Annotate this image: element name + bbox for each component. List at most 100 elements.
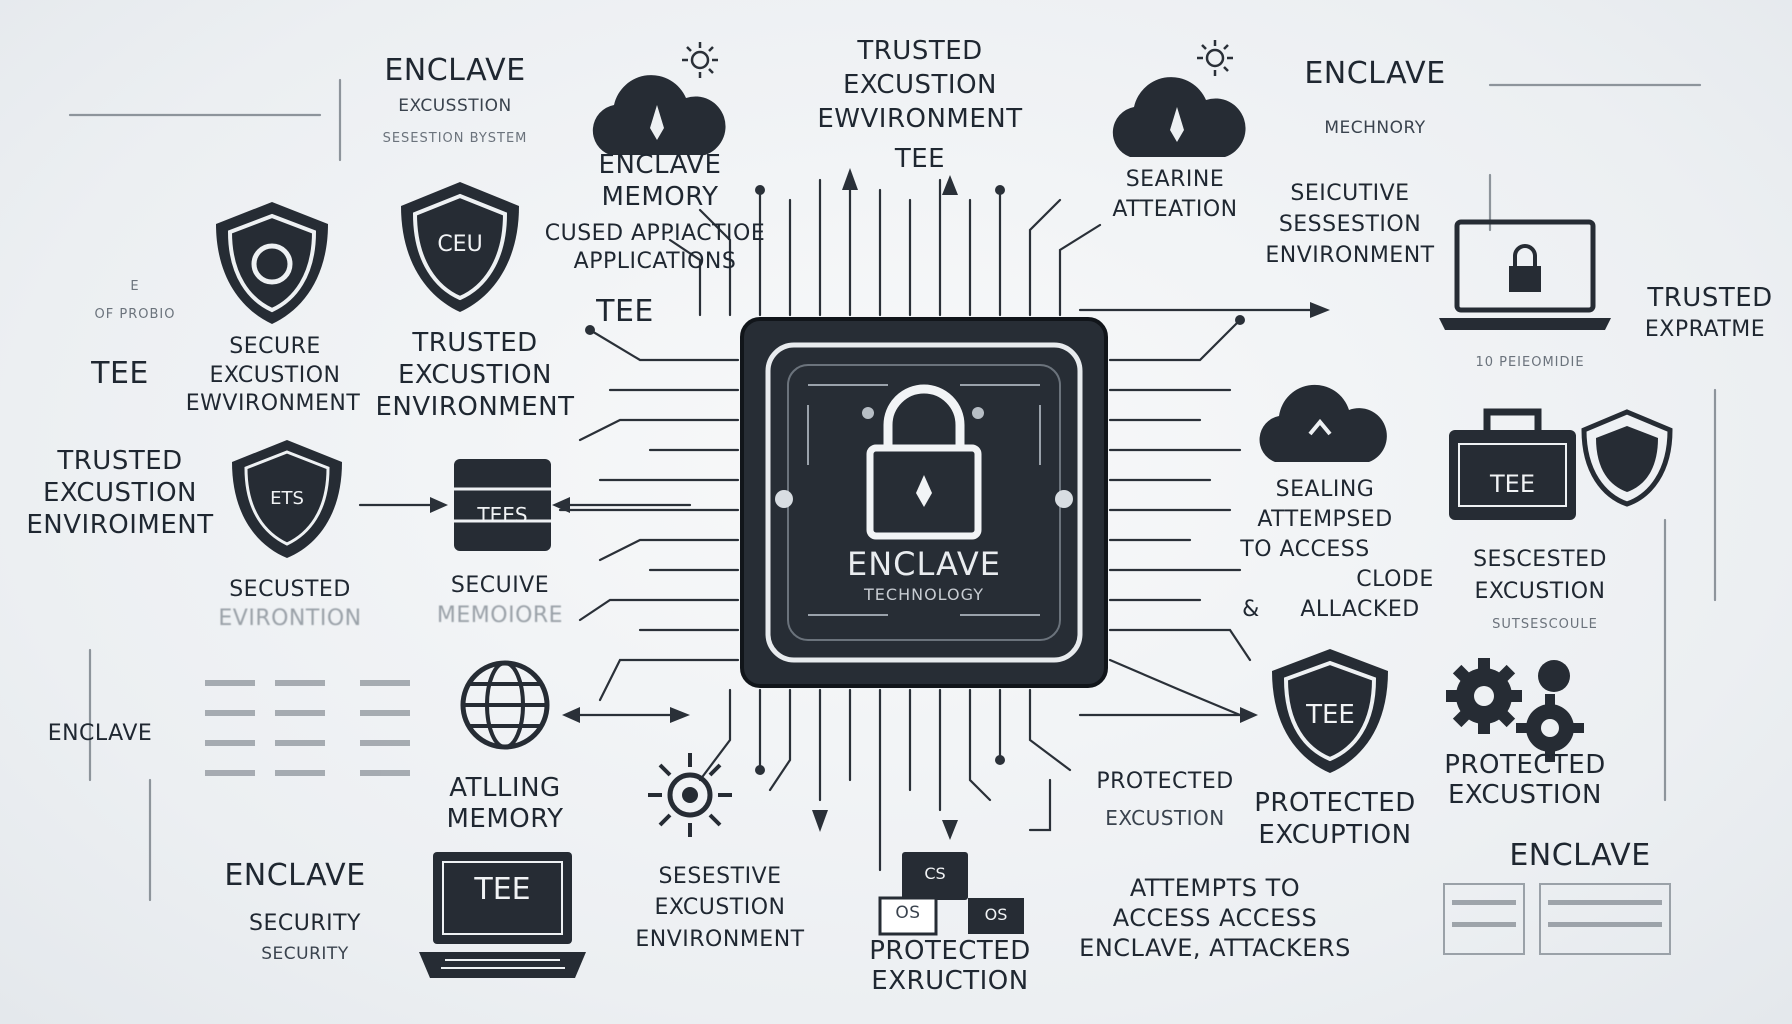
top-title-1: TRUSTED: [857, 36, 983, 66]
left-tee-label: TEE: [91, 356, 149, 391]
sealing-line-4: CLODE: [1356, 567, 1434, 592]
shield-icon: [1581, 409, 1673, 507]
shield-ets-label: ETS: [270, 488, 304, 509]
globe-icon: [460, 660, 550, 750]
shield-icon: [232, 440, 342, 558]
seicutive-line-1: SEICUTIVE: [1290, 181, 1410, 206]
top-title-2: EXCUSTION: [843, 70, 997, 100]
protected-right-line-1: PROTECTED: [1444, 750, 1606, 780]
sesestive-line-3: ENVIRONMENT: [635, 927, 805, 952]
atlling-line-1: ATLLING: [449, 773, 561, 803]
os-box-label-right: OS: [984, 905, 1008, 924]
tee-box-label: TEES: [477, 503, 528, 527]
shield-icon: [216, 202, 328, 324]
sun-icon: [1197, 40, 1233, 76]
sealing-line-1: SEALING: [1275, 477, 1375, 502]
tee-label-mid: TEE: [596, 294, 654, 329]
seicutive-line-2: SESSESTION: [1278, 212, 1422, 237]
attacked-label: ALLACKED: [1300, 597, 1420, 622]
right-top-enclave: ENCLAVE: [1304, 56, 1446, 91]
secure-line-1: SECURE: [229, 334, 321, 359]
memory-line-2: MEMORY: [601, 182, 719, 212]
laptop-icon: [419, 852, 586, 978]
sesestive-line-2: EXCUSTION: [654, 895, 786, 920]
os-box-label-top: CS: [924, 864, 946, 883]
amp-label: &: [1242, 597, 1260, 622]
protected-bottom-line-1: PROTECTED: [869, 936, 1031, 966]
gear-icon: [1446, 658, 1584, 762]
protected-small-line-1: PROTECTED: [1096, 769, 1234, 794]
sealing-line-2: ATTEMPSED: [1257, 507, 1393, 532]
apps-line-2: APPLICATIONS: [573, 249, 737, 274]
secure-line-3: EWVIRONMENT: [185, 391, 361, 416]
trusted-right-line-1: TRUSTED: [1647, 283, 1773, 313]
sun-icon: [682, 42, 718, 78]
protected-small-line-2: EXCUSTION: [1105, 806, 1225, 830]
chip-title: ENCLAVE: [846, 545, 1001, 583]
os-box-icon: [878, 896, 938, 936]
secuive-label: SECUIVE: [450, 573, 550, 598]
secure-line-2: EXCUSTION: [209, 363, 341, 388]
security-1: SECURITY: [249, 911, 361, 936]
enclave-bottom-left: ENCLAVE: [224, 858, 366, 893]
protected-big-line-1: PROTECTED: [1254, 788, 1416, 818]
sun-icon: [648, 753, 732, 837]
secested-line-1: SESCESTED: [1473, 547, 1607, 572]
cloud-lock-icon: [1112, 77, 1246, 157]
trusted-low-line-2: EXCUSTION: [43, 478, 197, 508]
trusted-mid-line-3: ENVIRONMENT: [375, 392, 575, 422]
apps-line-1: CUSED APPIACTIOE: [544, 221, 766, 246]
trusted-mid-line-1: TRUSTED: [412, 328, 538, 358]
laptop-tee-label: TEE: [474, 872, 531, 907]
faint-data-table: [205, 680, 410, 776]
cloud-lock-icon: [1259, 384, 1387, 462]
os-box-icon: [902, 852, 968, 900]
left-top-sub: EXCUSSTION: [398, 96, 512, 116]
left-small-e: E: [130, 279, 140, 294]
protected-right-line-2: EXCUSTION: [1448, 780, 1602, 810]
secusted-line-1: SECUSTED: [229, 577, 351, 602]
attempts-line-3: ENCLAVE, ATTACKERS: [1079, 934, 1351, 962]
os-box-label-left: OS: [895, 903, 921, 923]
trusted-mid-line-2: EXCUSTION: [398, 360, 552, 390]
right-top-mechnory: MECHNORY: [1324, 118, 1426, 138]
briefcase-icon: [1449, 408, 1576, 520]
left-top-sub2: SESESTION BYSTEM: [382, 131, 528, 146]
central-chip-icon: [740, 317, 1108, 688]
secuive-sub: MEMOIORE: [436, 603, 564, 628]
enclave-left-label: ENCLAVE: [47, 721, 153, 746]
shield-icon: [401, 182, 519, 312]
right-small-code: 10 PEIEOMIDIE: [1475, 355, 1585, 370]
briefcase-tee-label: TEE: [1490, 470, 1535, 498]
attempts-line-2: ACCESS ACCESS: [1112, 904, 1318, 932]
database-icon: [454, 459, 551, 551]
shield-ceu-label: CEU: [437, 232, 483, 257]
chip-subtitle: TECHNOLOGY: [864, 585, 984, 604]
trusted-right-line-2: EXPRATME: [1644, 317, 1766, 342]
left-small-code: OF PROBIO: [94, 307, 176, 322]
atlling-line-2: MEMORY: [446, 804, 564, 834]
sealing-line-3: TO ACCESS: [1240, 537, 1370, 562]
memory-line-1: ENCLAVE: [598, 150, 722, 180]
sesestive-line-1: SESESTIVE: [658, 864, 782, 889]
searine-line-2: ATTEATION: [1112, 197, 1238, 222]
laptop-lock-icon: [1439, 219, 1611, 330]
left-top-heading: ENCLAVE: [384, 53, 526, 88]
top-title-3: EWVIRONMENT: [817, 104, 1023, 134]
shield-tee-label: TEE: [1306, 700, 1355, 730]
secested-line-2: EXCUSTION: [1474, 579, 1606, 604]
seicutive-line-3: ENVIRONMENT: [1265, 243, 1435, 268]
security-2: SECURITY: [261, 944, 349, 964]
enclave-right-label: ENCLAVE: [1509, 838, 1651, 873]
top-title-4: TEE: [894, 144, 946, 174]
protected-bottom-line-2: EXRUCTION: [871, 966, 1029, 996]
faint-data-table: [1443, 883, 1671, 955]
searine-line-1: SEARINE: [1125, 167, 1225, 192]
shield-icon: [1272, 649, 1388, 773]
cloud-lock-icon: [592, 75, 726, 155]
os-box-icon: [968, 898, 1024, 934]
secusted-line-2: EVIRONTION: [218, 606, 362, 631]
protected-big-line-2: EXCUPTION: [1258, 820, 1412, 850]
